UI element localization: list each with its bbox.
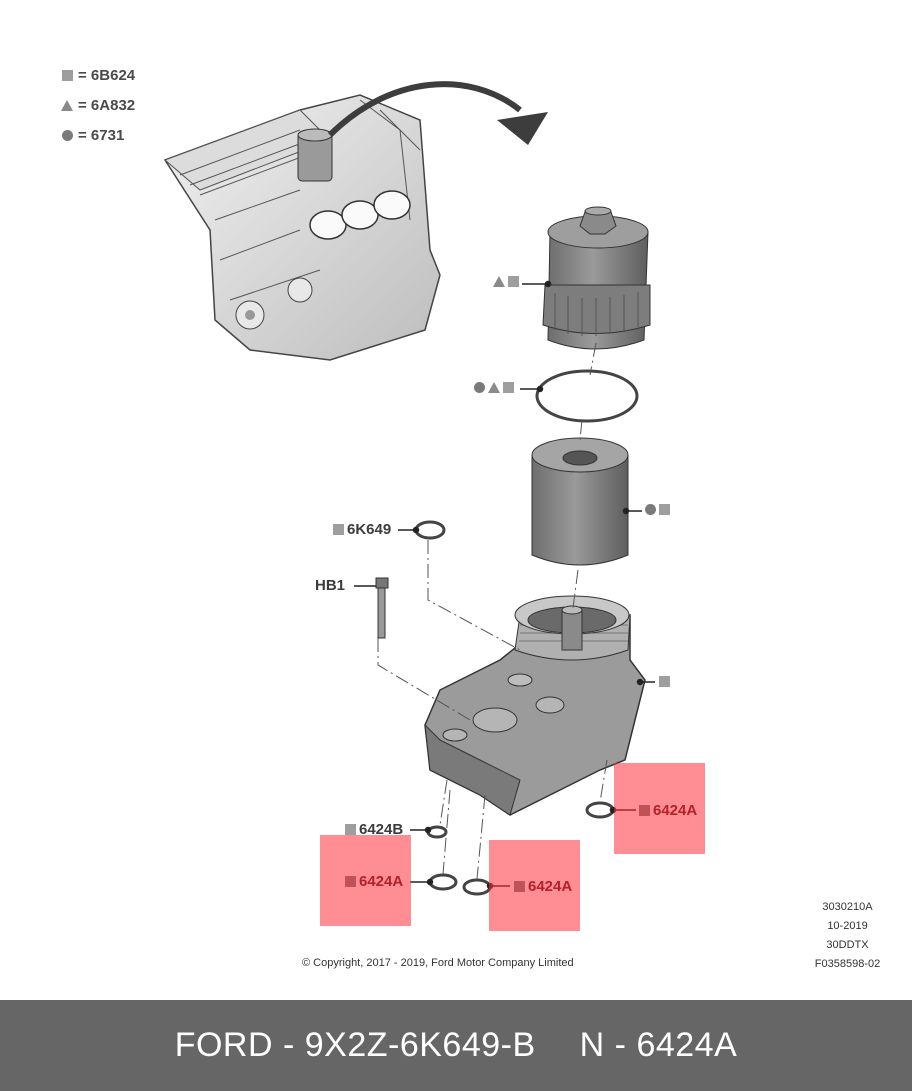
square-icon <box>61 69 73 81</box>
pointer-arrow <box>327 81 548 145</box>
triangle-icon <box>488 382 500 393</box>
bolt-hb1 <box>375 577 389 639</box>
seal-6424a-right <box>585 801 615 819</box>
label-6424a-left: 6424A <box>345 873 403 890</box>
square-icon <box>345 876 356 887</box>
circle-icon <box>474 382 485 393</box>
o-ring-symbol-callout <box>474 382 514 393</box>
seal-6k649 <box>414 520 446 540</box>
circle-icon <box>61 129 73 141</box>
reference-figure-id: F0358598-02 <box>814 958 881 970</box>
cap-symbol-callout <box>493 276 519 287</box>
square-icon <box>503 382 514 393</box>
square-icon <box>333 524 344 535</box>
highlight-box-right <box>614 763 705 854</box>
label-6k649: 6K649 <box>333 521 391 538</box>
oil-filter-cap <box>542 206 651 350</box>
square-icon <box>508 276 519 287</box>
square-icon <box>345 824 356 835</box>
circle-icon <box>645 504 656 515</box>
legend-text: = 6B624 <box>78 66 136 84</box>
square-icon <box>639 805 650 816</box>
footer-part-number: FORD - 9X2Z-6K649-B <box>174 1026 536 1064</box>
diagram-stage: = 6B624 = 6A832 = 6731 6K649 HB1 6424 <box>60 60 905 974</box>
oil-filter-housing <box>424 595 646 816</box>
legend-text: = 6731 <box>78 126 125 144</box>
square-icon <box>659 676 670 687</box>
drawing-reference-info: 3030210A 10-2019 30DDTX F0358598-02 <box>790 898 905 974</box>
footer-n-number: N - 6424A <box>579 1026 738 1064</box>
triangle-icon <box>61 99 73 111</box>
highlight-box-left <box>320 835 411 926</box>
reference-model: 30DDTX <box>826 939 869 951</box>
seal-6424a-left <box>428 873 458 891</box>
reference-date: 10-2019 <box>827 920 868 932</box>
legend-row: = 6A832 <box>60 90 135 120</box>
seal-6424a-center <box>462 878 492 896</box>
part-number-footer: FORD - 9X2Z-6K649-B N - 6424A <box>0 1000 912 1091</box>
legend-row: = 6B624 <box>60 60 135 90</box>
assembly-center-lines <box>377 342 608 880</box>
exploded-view-drawing <box>163 81 655 896</box>
label-6424b: 6424B <box>345 821 403 838</box>
engine-block-image <box>163 94 441 361</box>
reference-code: 3030210A <box>822 901 873 913</box>
triangle-icon <box>493 276 505 287</box>
square-icon <box>659 504 670 515</box>
legend-text: = 6A832 <box>78 96 136 114</box>
square-icon <box>514 881 525 892</box>
label-hb1: HB1 <box>315 577 346 594</box>
highlight-box-center <box>489 840 580 931</box>
copyright-text: © Copyright, 2017 - 2019, Ford Motor Com… <box>302 957 574 969</box>
label-6424a-right: 6424A <box>639 802 697 819</box>
cap-o-ring <box>535 369 639 423</box>
filter-symbol-callout <box>645 504 670 515</box>
label-6424a-center: 6424A <box>514 878 572 895</box>
housing-symbol-callout <box>659 676 670 687</box>
filter-element <box>531 437 629 566</box>
legend-row: = 6731 <box>60 120 135 150</box>
legend: = 6B624 = 6A832 = 6731 <box>60 60 135 150</box>
